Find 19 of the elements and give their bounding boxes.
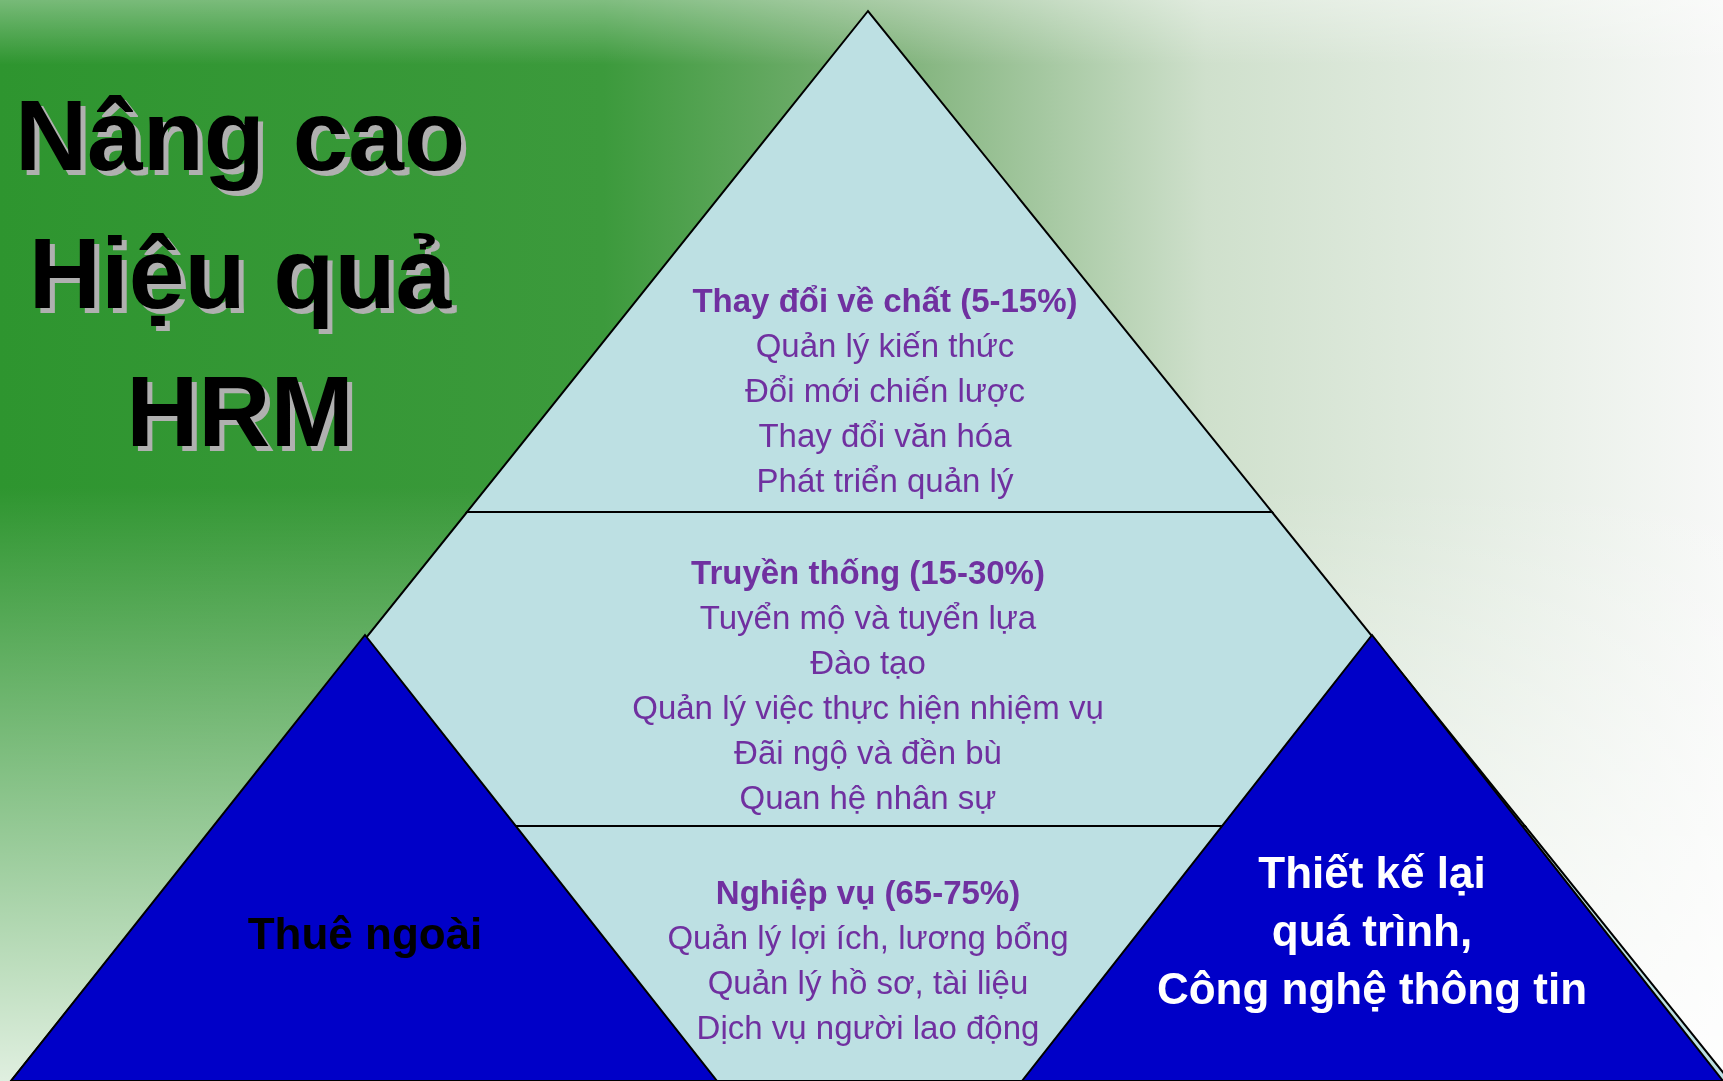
tier-heading: Thay đổi về chất (5-15%) xyxy=(691,281,1079,321)
tier-item: Tuyển mộ và tuyển lựa xyxy=(698,598,1038,638)
tier-item: Quản lý kiến thức xyxy=(754,326,1016,366)
tier-item: Dịch vụ người lao động xyxy=(695,1008,1041,1048)
tier-item: Đào tạo xyxy=(809,643,927,683)
tier-item: Thay đổi văn hóa xyxy=(757,416,1013,456)
tier-item: Phát triển quản lý xyxy=(755,461,1015,501)
tier-item: Đổi mới chiến lược xyxy=(744,371,1026,411)
tier-heading: Truyền thống (15-30%) xyxy=(690,553,1046,593)
tier-item: Quan hệ nhân sự xyxy=(738,778,998,818)
tier-item: Quản lý việc thực hiện nhiệm vụ xyxy=(631,688,1105,728)
side-label: Công nghệ thông tin xyxy=(1155,963,1589,1015)
slide-title: Nâng cao Hiệu quả HRM xyxy=(13,78,467,469)
tier-item: Quản lý hồ sơ, tài liệu xyxy=(706,963,1030,1003)
side-label: Thiết kế lại quá trình, xyxy=(1257,847,1487,957)
tier-item: Đãi ngộ và đền bù xyxy=(733,733,1003,773)
tier-heading: Nghiệp vụ (65-75%) xyxy=(714,873,1022,913)
side-label: Thuê ngoài xyxy=(246,908,484,960)
tier-item: Quản lý lợi ích, lương bổng xyxy=(666,918,1070,958)
